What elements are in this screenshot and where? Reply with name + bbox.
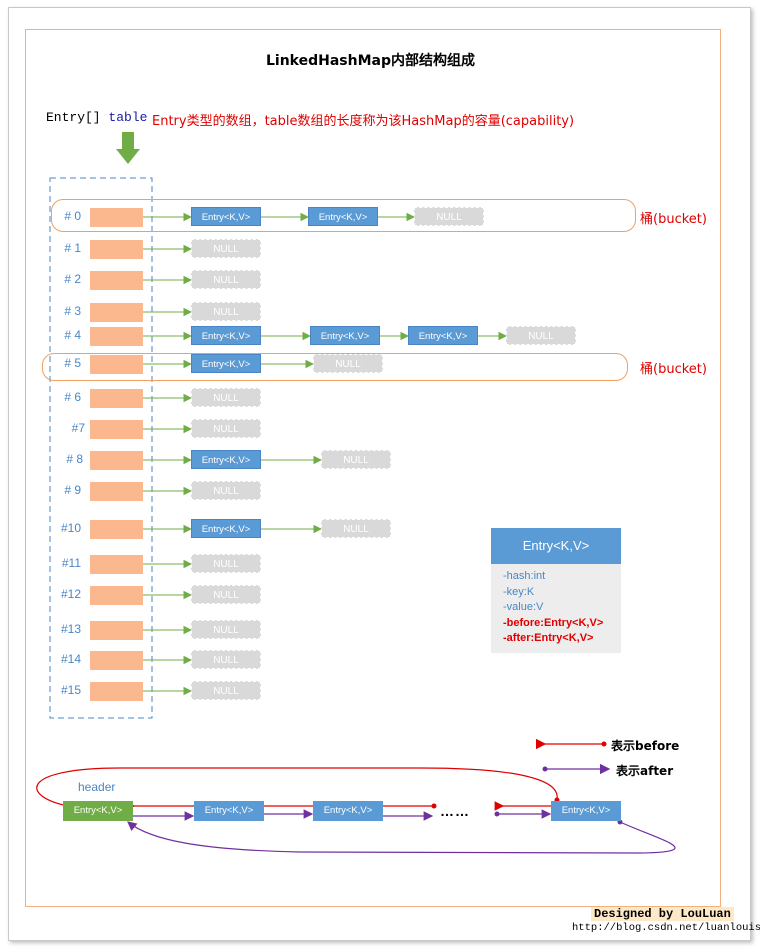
table-slot-6	[90, 389, 143, 408]
null-node: NULL	[191, 419, 261, 438]
inner-frame	[25, 29, 721, 907]
bucket-outline-0	[51, 199, 636, 232]
field-key: -key:K	[503, 585, 535, 598]
table-slot-13	[90, 621, 143, 640]
table-slot-10	[90, 520, 143, 539]
null-node: NULL	[191, 554, 261, 573]
null-node: NULL	[191, 388, 261, 407]
table-slot-2	[90, 271, 143, 290]
table-slot-4	[90, 327, 143, 346]
table-slot-3	[90, 303, 143, 322]
diagram-title: LinkedHashMap内部结构组成	[265, 53, 475, 69]
null-node: NULL	[191, 681, 261, 700]
entry-node: Entry<K,V>	[191, 450, 261, 469]
entry-node: Entry<K,V>	[408, 326, 478, 345]
null-node: NULL	[191, 270, 261, 289]
slot-index-10: #10	[60, 521, 81, 535]
table-code-type: Entry[]	[46, 110, 101, 125]
field-hash: -hash:int	[503, 570, 546, 582]
field-before: -before:Entry<K,V>	[503, 616, 604, 629]
field-after: -after:Entry<K,V>	[503, 632, 594, 644]
entry-node: Entry<K,V>	[310, 326, 380, 345]
table-array-outline	[49, 177, 153, 719]
slot-index-13: #13	[60, 622, 81, 636]
null-node: NULL	[191, 302, 261, 321]
outer-frame	[8, 7, 751, 941]
null-node: NULL	[191, 650, 261, 669]
table-slot-12	[90, 586, 143, 605]
null-node: NULL	[414, 207, 484, 226]
table-slot-5	[90, 355, 143, 374]
slot-index-8: # 8	[66, 452, 83, 466]
table-slot-11	[90, 555, 143, 574]
entry-class-fields: -hash:int -key:K -value:V -before:Entry<…	[491, 564, 621, 653]
slot-index-15: #15	[60, 683, 81, 697]
credit-author: Designed by LouLuan	[591, 907, 734, 921]
table-slot-8	[90, 451, 143, 470]
legend-after-label: 表示after	[616, 764, 674, 778]
table-slot-9	[90, 482, 143, 501]
null-node: NULL	[191, 585, 261, 604]
slot-index-3: # 3	[64, 304, 81, 318]
table-slot-1	[90, 240, 143, 259]
slot-index-11: #11	[61, 556, 81, 570]
credit-url: http://blog.csdn.net/luanlouis	[572, 922, 760, 934]
entry-node: Entry<K,V>	[191, 519, 261, 538]
entry-node: Entry<K,V>	[308, 207, 378, 226]
null-node: NULL	[191, 620, 261, 639]
slot-index-2: # 2	[64, 272, 81, 286]
bucket-label-1: 桶(bucket)	[640, 212, 707, 227]
null-node: NULL	[313, 354, 383, 373]
table-slot-14	[90, 651, 143, 670]
slot-index-12: #12	[60, 587, 81, 601]
slot-index-0: # 0	[64, 209, 81, 223]
entry-node: Entry<K,V>	[191, 354, 261, 373]
list-entry-last: Entry<K,V>	[551, 801, 621, 821]
table-slot-7	[90, 420, 143, 439]
slot-index-9: # 9	[64, 483, 81, 497]
bucket-outline-5	[42, 353, 628, 381]
entry-class-name: Entry<K,V>	[491, 528, 621, 564]
null-node: NULL	[321, 519, 391, 538]
slot-index-7: #7	[71, 421, 85, 435]
table-code-name: table	[108, 110, 148, 125]
null-node: NULL	[321, 450, 391, 469]
entry-node: Entry<K,V>	[191, 326, 261, 345]
slot-index-4: # 4	[64, 328, 81, 342]
table-description: Entry类型的数组，table数组的长度称为该HashMap的容量(capab…	[152, 114, 575, 129]
entry-class-legend: Entry<K,V> -hash:int -key:K -value:V -be…	[491, 528, 621, 653]
list-entry-1: Entry<K,V>	[194, 801, 264, 821]
list-ellipsis: ……	[440, 803, 470, 819]
slot-index-14: #14	[60, 652, 81, 666]
null-node: NULL	[191, 239, 261, 258]
null-node: NULL	[506, 326, 576, 345]
down-arrow-head	[116, 149, 140, 164]
header-entry: Entry<K,V>	[63, 801, 133, 821]
list-entry-2: Entry<K,V>	[313, 801, 383, 821]
null-node: NULL	[191, 481, 261, 500]
header-label: header	[78, 780, 116, 794]
field-value: -value:V	[503, 601, 544, 613]
slot-index-1: # 1	[64, 241, 81, 255]
legend-before-label: 表示before	[611, 739, 680, 753]
table-slot-0	[90, 208, 143, 227]
bucket-label-2: 桶(bucket)	[640, 362, 707, 377]
slot-index-6: # 6	[64, 390, 81, 404]
slot-index-5: # 5	[64, 356, 81, 370]
table-code: Entry[] table	[46, 110, 147, 125]
entry-node: Entry<K,V>	[191, 207, 261, 226]
table-slot-15	[90, 682, 143, 701]
down-arrow-shaft	[122, 132, 134, 150]
